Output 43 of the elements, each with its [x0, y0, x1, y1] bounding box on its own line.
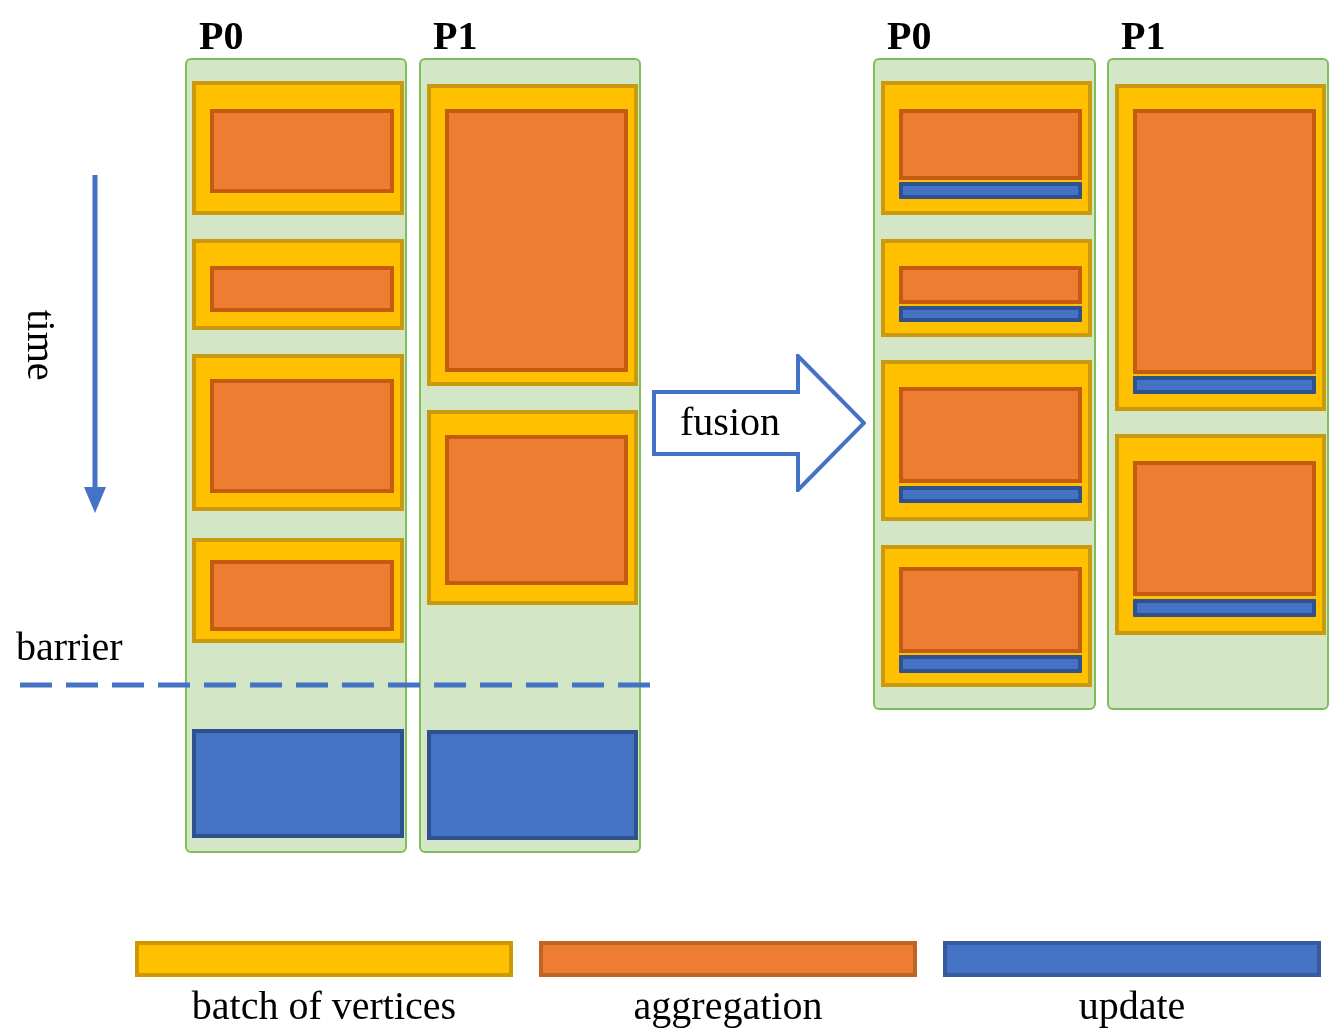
update-bar	[1133, 376, 1316, 394]
aggregation-box	[899, 266, 1082, 304]
column-heading: P1	[1121, 16, 1166, 56]
vertex-batch-box	[881, 239, 1092, 337]
vertex-batch-box	[427, 84, 638, 386]
aggregation-box	[445, 435, 628, 585]
update-bar	[899, 486, 1082, 503]
update-bar	[899, 655, 1082, 673]
aggregation-box	[1133, 461, 1316, 596]
vertex-batch-box	[881, 81, 1092, 215]
vertex-batch-box	[192, 239, 404, 330]
vertex-batch-box	[192, 354, 404, 511]
aggregation-box	[210, 266, 394, 312]
aggregation-box	[899, 387, 1082, 483]
column-heading: P0	[199, 16, 244, 56]
vertex-batch-box	[192, 538, 404, 643]
update-bar	[899, 306, 1082, 322]
vertex-batch-box	[192, 81, 404, 215]
axis-label: time	[20, 309, 61, 381]
vertex-batch-box	[881, 360, 1092, 521]
aggregation-box	[899, 109, 1082, 180]
aggregation-box	[210, 560, 394, 631]
aggregation-box	[210, 379, 394, 493]
block-arrow	[652, 354, 866, 492]
update-bar	[899, 182, 1082, 199]
aggregation-box	[899, 567, 1082, 653]
vertex-batch-box	[1115, 84, 1326, 411]
vertex-batch-box	[1115, 434, 1326, 635]
legend-label: update	[1078, 983, 1186, 1029]
column-heading: P1	[433, 16, 478, 56]
aggregation-box	[210, 109, 394, 193]
arrow-label: fusion	[680, 398, 780, 446]
vertex-batch-box	[427, 410, 638, 605]
update-box	[192, 729, 404, 838]
update-box	[427, 730, 638, 840]
barrier-label: barrier	[16, 625, 123, 669]
vertex-batch-box	[881, 545, 1092, 687]
update-bar	[1133, 599, 1316, 617]
column-heading: P0	[887, 16, 932, 56]
aggregation-box	[445, 109, 628, 372]
legend-label: aggregation	[633, 983, 823, 1029]
legend-label: batch of vertices	[191, 983, 457, 1029]
aggregation-box	[1133, 109, 1316, 374]
